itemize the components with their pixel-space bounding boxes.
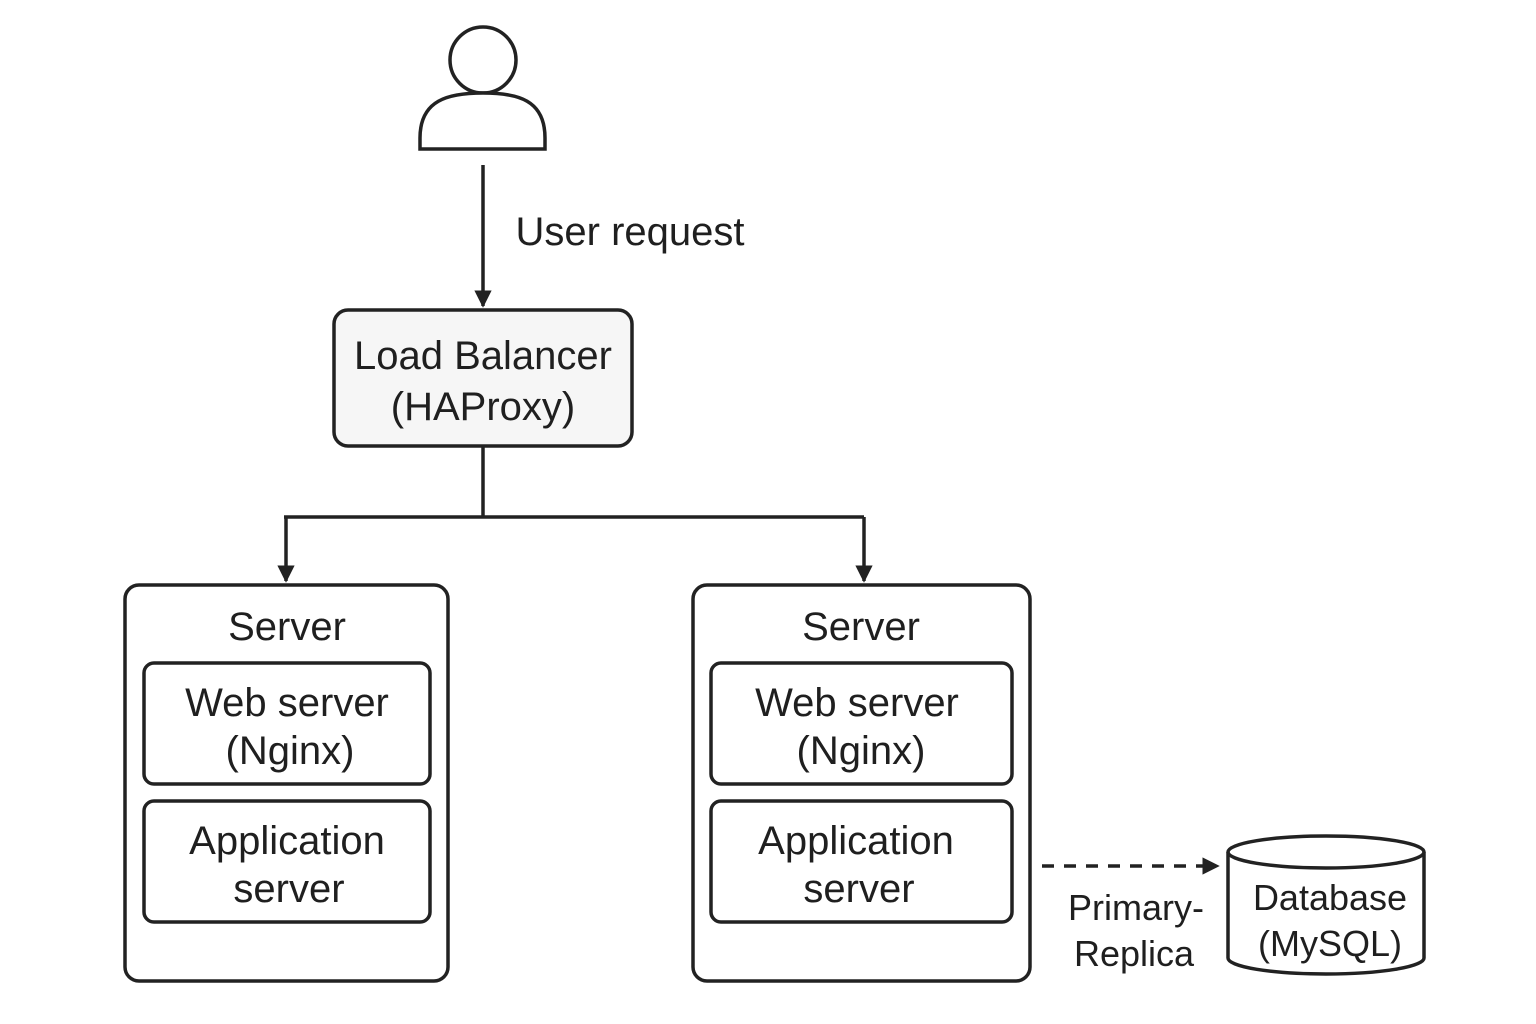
- database-sublabel: (MySQL): [1258, 923, 1402, 964]
- load-balancer: Load Balancer (HAProxy): [332, 308, 634, 448]
- application-server-label: Application: [758, 819, 954, 863]
- load-balancer-connectors: [277, 446, 873, 583]
- web-server-sublabel: (Nginx): [226, 729, 355, 773]
- user-icon: [418, 25, 547, 151]
- web-server-box: Web server (Nginx): [709, 661, 1014, 786]
- replication-sublabel: Replica: [1074, 933, 1195, 974]
- web-server-box: Web server (Nginx): [142, 661, 432, 786]
- load-balancer-sublabel: (HAProxy): [391, 385, 575, 429]
- database-label: Database: [1253, 877, 1407, 918]
- server-title: Server: [228, 605, 346, 649]
- application-server-box: Application server: [709, 799, 1014, 924]
- web-server-label: Web server: [185, 681, 389, 725]
- application-server-label: Application: [189, 819, 385, 863]
- server-1: Server Web server (Nginx) Application se…: [123, 583, 450, 983]
- application-server-sublabel: server: [803, 867, 914, 911]
- load-balancer-label: Load Balancer: [354, 334, 612, 378]
- server-2: Server Web server (Nginx) Application se…: [691, 583, 1032, 983]
- user-request-label: User request: [516, 210, 745, 254]
- application-server-sublabel: server: [233, 867, 344, 911]
- replication-label: Primary-: [1068, 887, 1204, 928]
- web-server-label: Web server: [755, 681, 959, 725]
- database-icon: Database (MySQL): [1226, 834, 1426, 976]
- application-server-box: Application server: [142, 799, 432, 924]
- web-server-sublabel: (Nginx): [797, 729, 926, 773]
- server-title: Server: [802, 605, 920, 649]
